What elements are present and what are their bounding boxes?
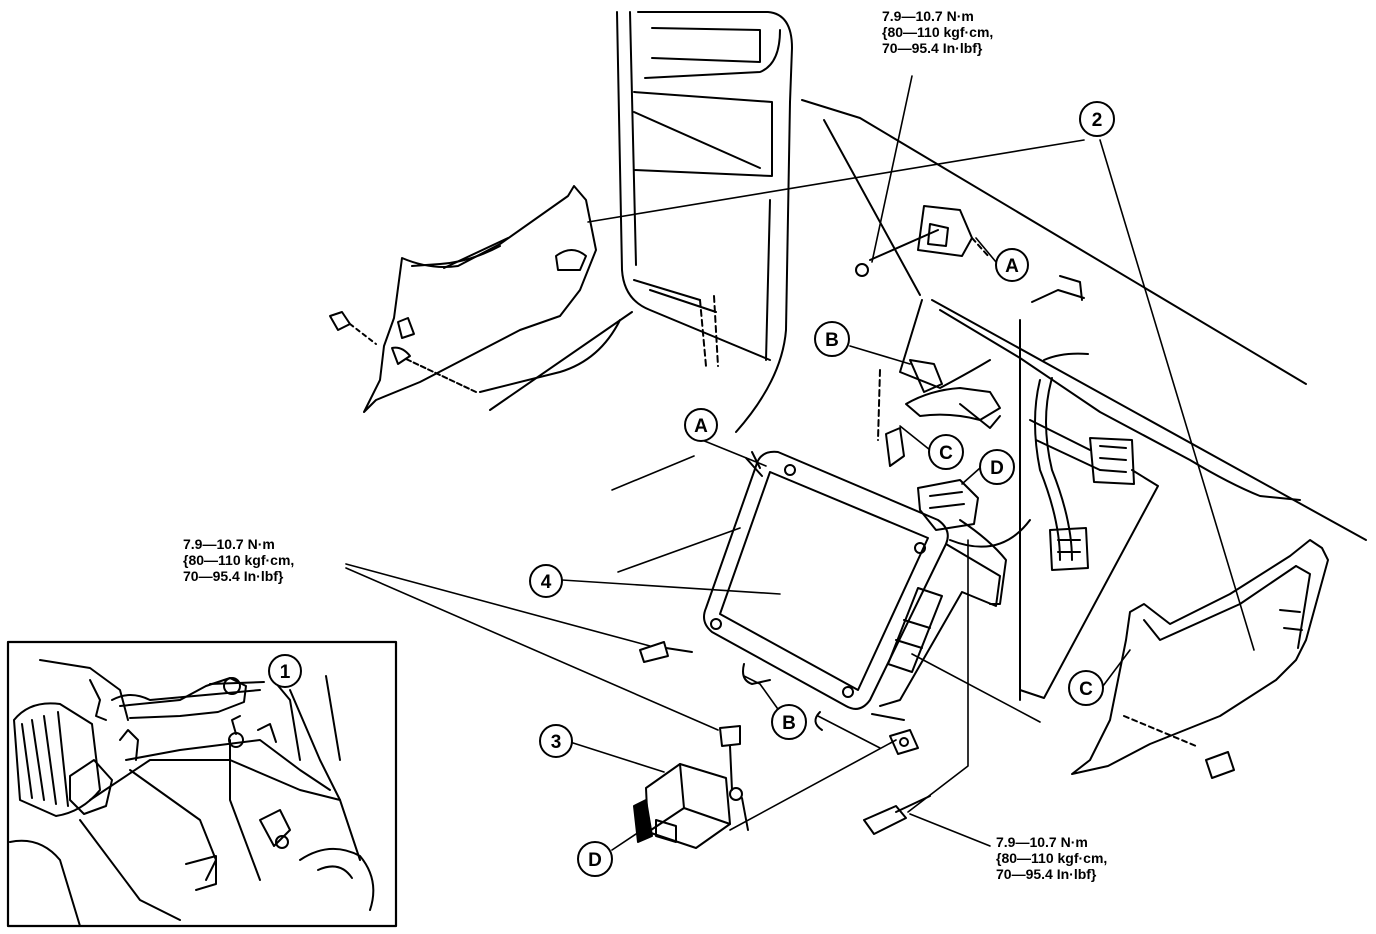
body-panel-outline bbox=[479, 11, 793, 433]
torque-top-line2: {80—110 kgf·cm, bbox=[882, 24, 994, 40]
callout-part-2-label: 2 bbox=[1092, 110, 1103, 131]
callouts: 2 A B A C D 4 bbox=[268, 101, 1115, 877]
callout-connector-d-upper-label: D bbox=[990, 458, 1004, 479]
callout-connector-b-lower-label: B bbox=[782, 713, 796, 734]
connector-d-upper bbox=[917, 479, 1007, 605]
callout-connector-a-upper: A bbox=[995, 248, 1029, 282]
torque-bottom-line3: 70—95.4 In·lbf} bbox=[996, 866, 1097, 882]
callout-connector-b-upper-label: B bbox=[825, 330, 839, 351]
callout-connector-c-lower-label: C bbox=[1079, 679, 1093, 700]
callout-part-1: 1 bbox=[268, 654, 302, 688]
callout-connector-c-upper-label: C bbox=[939, 443, 953, 464]
right-trim-panel bbox=[1071, 539, 1329, 775]
screw-bottom bbox=[863, 795, 931, 835]
screw-right bbox=[1205, 751, 1235, 779]
torque-spec-top: 7.9—10.7 N·m {80—110 kgf·cm, 70—95.4 In·… bbox=[882, 8, 993, 56]
control-module-4 bbox=[703, 450, 1001, 731]
upper-bracket bbox=[855, 205, 991, 277]
callout-part-4: 4 bbox=[529, 564, 563, 598]
torque-top-line1: 7.9—10.7 N·m bbox=[882, 8, 974, 24]
mounting-bracket bbox=[877, 359, 1001, 467]
callout-connector-d-upper: D bbox=[979, 449, 1015, 485]
callout-part-1-label: 1 bbox=[280, 662, 291, 683]
torque-left-line1: 7.9—10.7 N·m bbox=[183, 536, 275, 552]
torque-bottom-line2: {80—110 kgf·cm, bbox=[996, 850, 1108, 866]
torque-spec-left: 7.9—10.7 N·m {80—110 kgf·cm, 70—95.4 In·… bbox=[183, 536, 294, 584]
inset-box bbox=[6, 640, 398, 928]
torque-left-line3: 70—95.4 In·lbf} bbox=[183, 568, 284, 584]
callout-connector-b-upper: B bbox=[814, 321, 850, 357]
callout-connector-c-upper: C bbox=[928, 434, 964, 470]
screw-relay bbox=[719, 725, 741, 791]
leader-lines bbox=[345, 75, 1255, 851]
callout-connector-a-lower: A bbox=[684, 408, 718, 442]
callout-part-3: 3 bbox=[539, 724, 573, 758]
callout-connector-b-lower: B bbox=[771, 704, 807, 740]
torque-bottom-line1: 7.9—10.7 N·m bbox=[996, 834, 1088, 850]
torque-top-line3: 70—95.4 In·lbf} bbox=[882, 40, 983, 56]
callout-part-3-label: 3 bbox=[551, 732, 562, 753]
callout-connector-c-lower: C bbox=[1068, 670, 1104, 706]
wiring-harness bbox=[949, 352, 1159, 699]
left-trim-panel bbox=[329, 185, 597, 413]
callout-connector-a-lower-label: A bbox=[694, 416, 708, 437]
callout-connector-a-upper-label: A bbox=[1005, 256, 1019, 277]
body-panel-right bbox=[801, 99, 1367, 701]
screw-left bbox=[639, 641, 693, 663]
bracket-bolt-lower bbox=[889, 729, 919, 755]
callout-part-4-label: 4 bbox=[541, 572, 552, 593]
torque-spec-bottom: 7.9—10.7 N·m {80—110 kgf·cm, 70—95.4 In·… bbox=[996, 834, 1107, 882]
callout-connector-d-lower-label: D bbox=[588, 850, 602, 871]
callout-part-2: 2 bbox=[1079, 101, 1115, 137]
torque-left-line2: {80—110 kgf·cm, bbox=[183, 552, 295, 568]
callout-connector-d-lower: D bbox=[577, 841, 613, 877]
